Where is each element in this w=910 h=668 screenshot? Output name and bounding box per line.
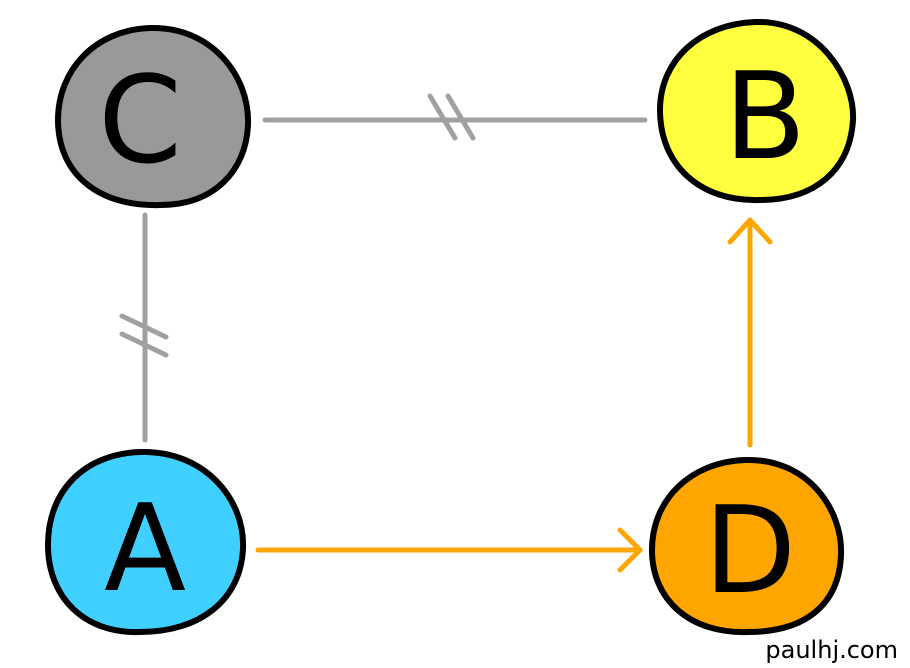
node-d-label: D [704, 482, 796, 621]
arrowhead [727, 217, 773, 245]
tick-mark [445, 93, 476, 141]
node-a-label: A [104, 480, 186, 619]
node-b-shape [656, 18, 857, 204]
node-a: A [44, 448, 247, 636]
node-b-label: B [724, 48, 806, 187]
node-b: B [656, 18, 857, 204]
tick-mark [427, 93, 458, 141]
node-d-shape [648, 456, 845, 636]
tick-mark [119, 313, 169, 340]
node-c: C [54, 24, 252, 209]
arrowhead [617, 527, 643, 573]
edge-c-a [119, 212, 169, 443]
edge-c-b [262, 93, 648, 141]
node-a-shape [44, 448, 247, 636]
credit-text: paulhj.com [765, 636, 898, 664]
edge-a-d [255, 527, 643, 573]
edge-d-b [727, 217, 773, 448]
node-d: D [648, 456, 845, 636]
node-c-shape [54, 24, 252, 209]
tick-mark [119, 331, 169, 358]
node-c-label: C [98, 52, 182, 191]
